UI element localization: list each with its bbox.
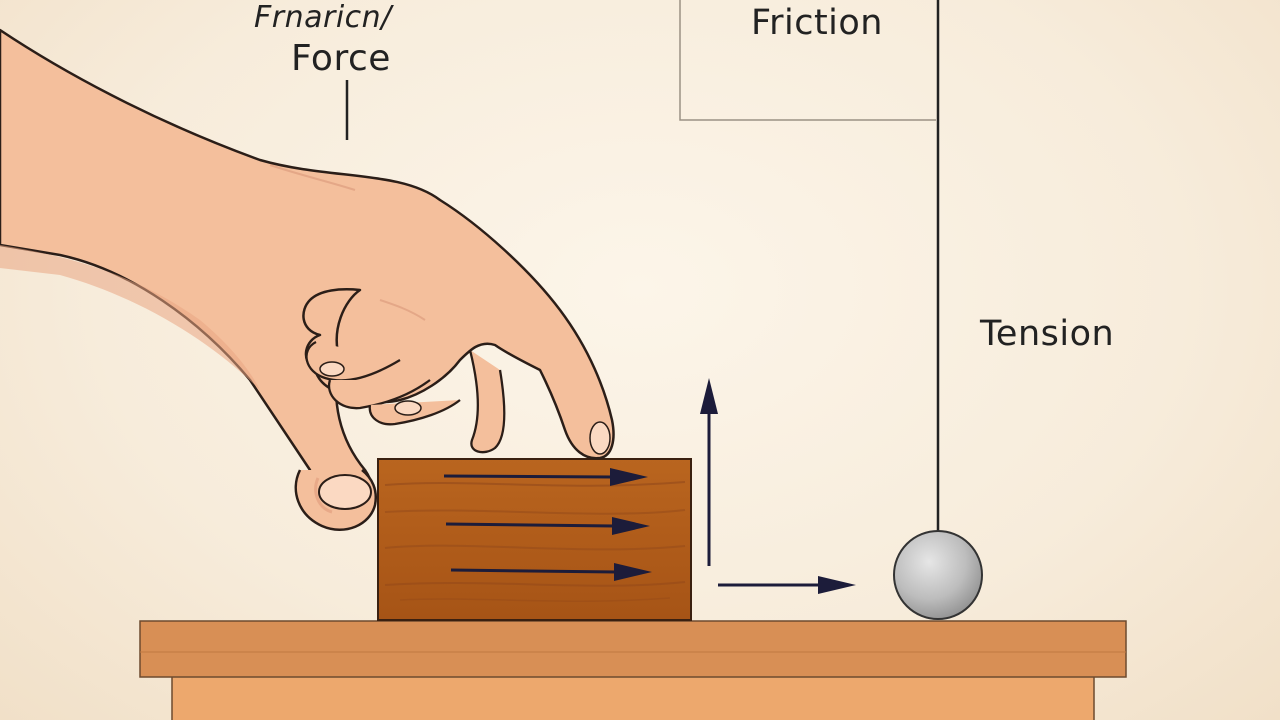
normal-force-arrow: [700, 378, 718, 566]
horizontal-force-arrow: [718, 576, 856, 594]
friction-box: [679, 0, 936, 121]
block-force-arrows: [443, 474, 617, 574]
table: [139, 620, 1127, 720]
force-label-top: Frnaricn/: [254, 0, 392, 35]
force-label: Force: [291, 38, 391, 79]
hand-illustration: [0, 28, 615, 531]
friction-label: Friction: [751, 3, 883, 43]
wooden-block: [377, 458, 692, 621]
block-arrowheads: [610, 468, 652, 581]
tension-label: Tension: [980, 314, 1115, 354]
hanging-ball: [893, 530, 983, 620]
